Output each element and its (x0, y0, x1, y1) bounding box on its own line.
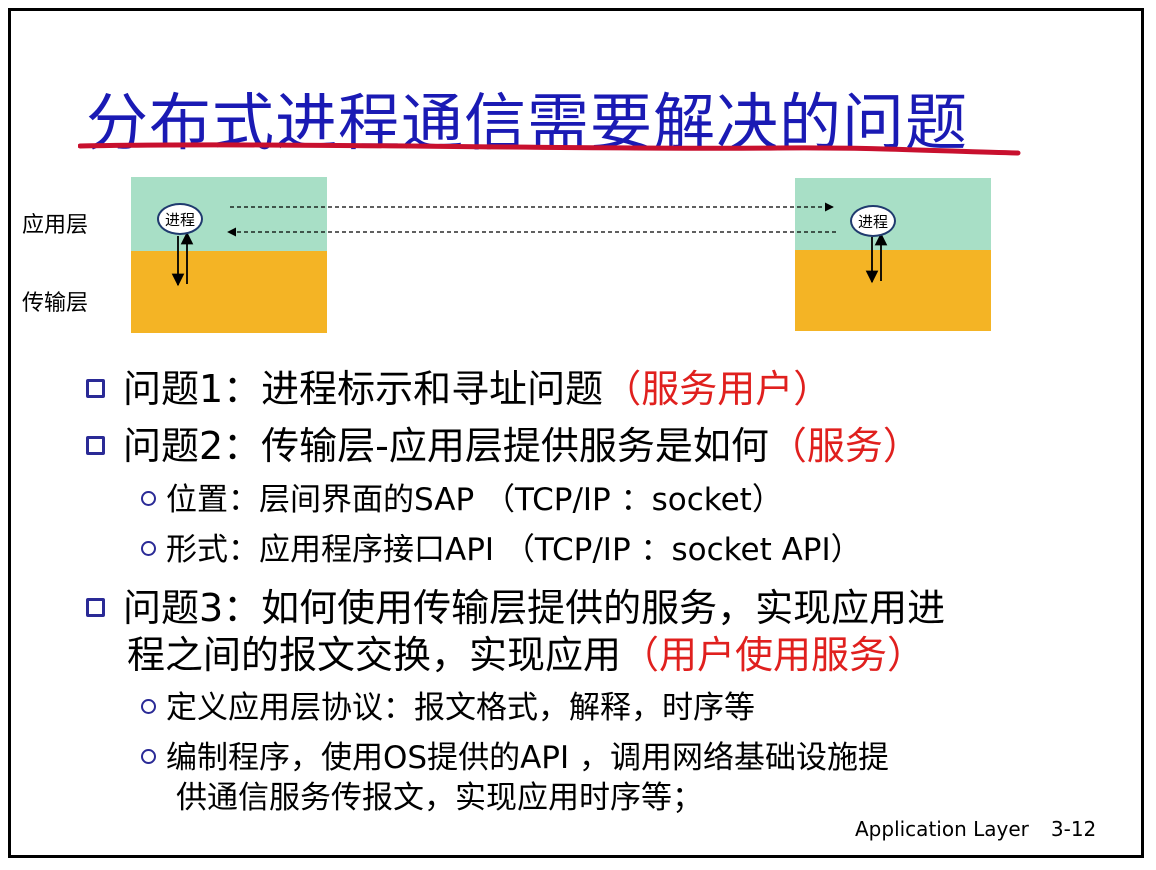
title-underline (78, 142, 1021, 156)
issue-2-text: 问题2：传输层-应用层提供服务是如何 (123, 424, 769, 468)
slide-frame (8, 8, 1144, 858)
right-transport-layer-box (795, 250, 991, 331)
issue-3-line-2: 程之间的报文交换，实现应用 (127, 633, 622, 677)
right-process-node: 进程 (850, 205, 896, 237)
circle-bullet-icon (141, 749, 156, 764)
page-number: 3-12 (1050, 817, 1097, 841)
square-bullet-icon (86, 379, 105, 398)
programming-line-2: 供通信服务传报文，实现应用时序等； (176, 780, 703, 816)
issue-3-highlight: （用户使用服务） (621, 633, 926, 677)
bullet-issue-1: 问题1：进程标示和寻址问题（服务用户） (86, 358, 831, 413)
sub-bullet-programming-cont: 供通信服务传报文，实现应用时序等； (176, 772, 703, 817)
bullet-issue-2: 问题2：传输层-应用层提供服务是如何（服务） (86, 415, 921, 470)
issue-2-highlight: （服务） (768, 424, 921, 468)
circle-bullet-icon (141, 699, 156, 714)
sub-bullet-location: 位置：层间界面的SAP （TCP/IP ：socket） (141, 474, 783, 519)
square-bullet-icon (86, 598, 105, 617)
bullet-issue-3-cont: 程之间的报文交换，实现应用（用户使用服务） (127, 624, 925, 679)
left-process-node: 进程 (157, 203, 203, 235)
bullet-issue-3: 问题3：如何使用传输层提供的服务，实现应用进 (86, 577, 945, 632)
protocol-text: 定义应用层协议：报文格式，解释，时序等 (166, 690, 755, 726)
circle-bullet-icon (141, 491, 156, 506)
circle-bullet-icon (141, 541, 156, 556)
app-layer-label: 应用层 (22, 213, 89, 238)
transport-layer-label: 传输层 (22, 291, 89, 316)
issue-3-line-1: 问题3：如何使用传输层提供的服务，实现应用进 (123, 586, 946, 630)
sub-bullet-programming: 编制程序，使用OS提供的API ，调用网络基础设施提 (141, 732, 889, 777)
footer-label: Application Layer (855, 817, 1029, 841)
issue-1-text: 问题1：进程标示和寻址问题 (123, 367, 604, 411)
location-text: 位置：层间界面的SAP （TCP/IP ：socket） (166, 482, 783, 518)
form-text: 形式：应用程序接口API （TCP/IP ：socket API） (166, 532, 862, 568)
programming-line-1: 编制程序，使用OS提供的API ，调用网络基础设施提 (166, 740, 889, 776)
sub-bullet-protocol: 定义应用层协议：报文格式，解释，时序等 (141, 682, 755, 727)
sub-bullet-form: 形式：应用程序接口API （TCP/IP ：socket API） (141, 524, 862, 569)
left-transport-layer-box (131, 251, 327, 333)
slide-footer: Application Layer 3-12 (855, 817, 1096, 841)
issue-1-highlight: （服务用户） (603, 367, 832, 411)
square-bullet-icon (86, 436, 105, 455)
